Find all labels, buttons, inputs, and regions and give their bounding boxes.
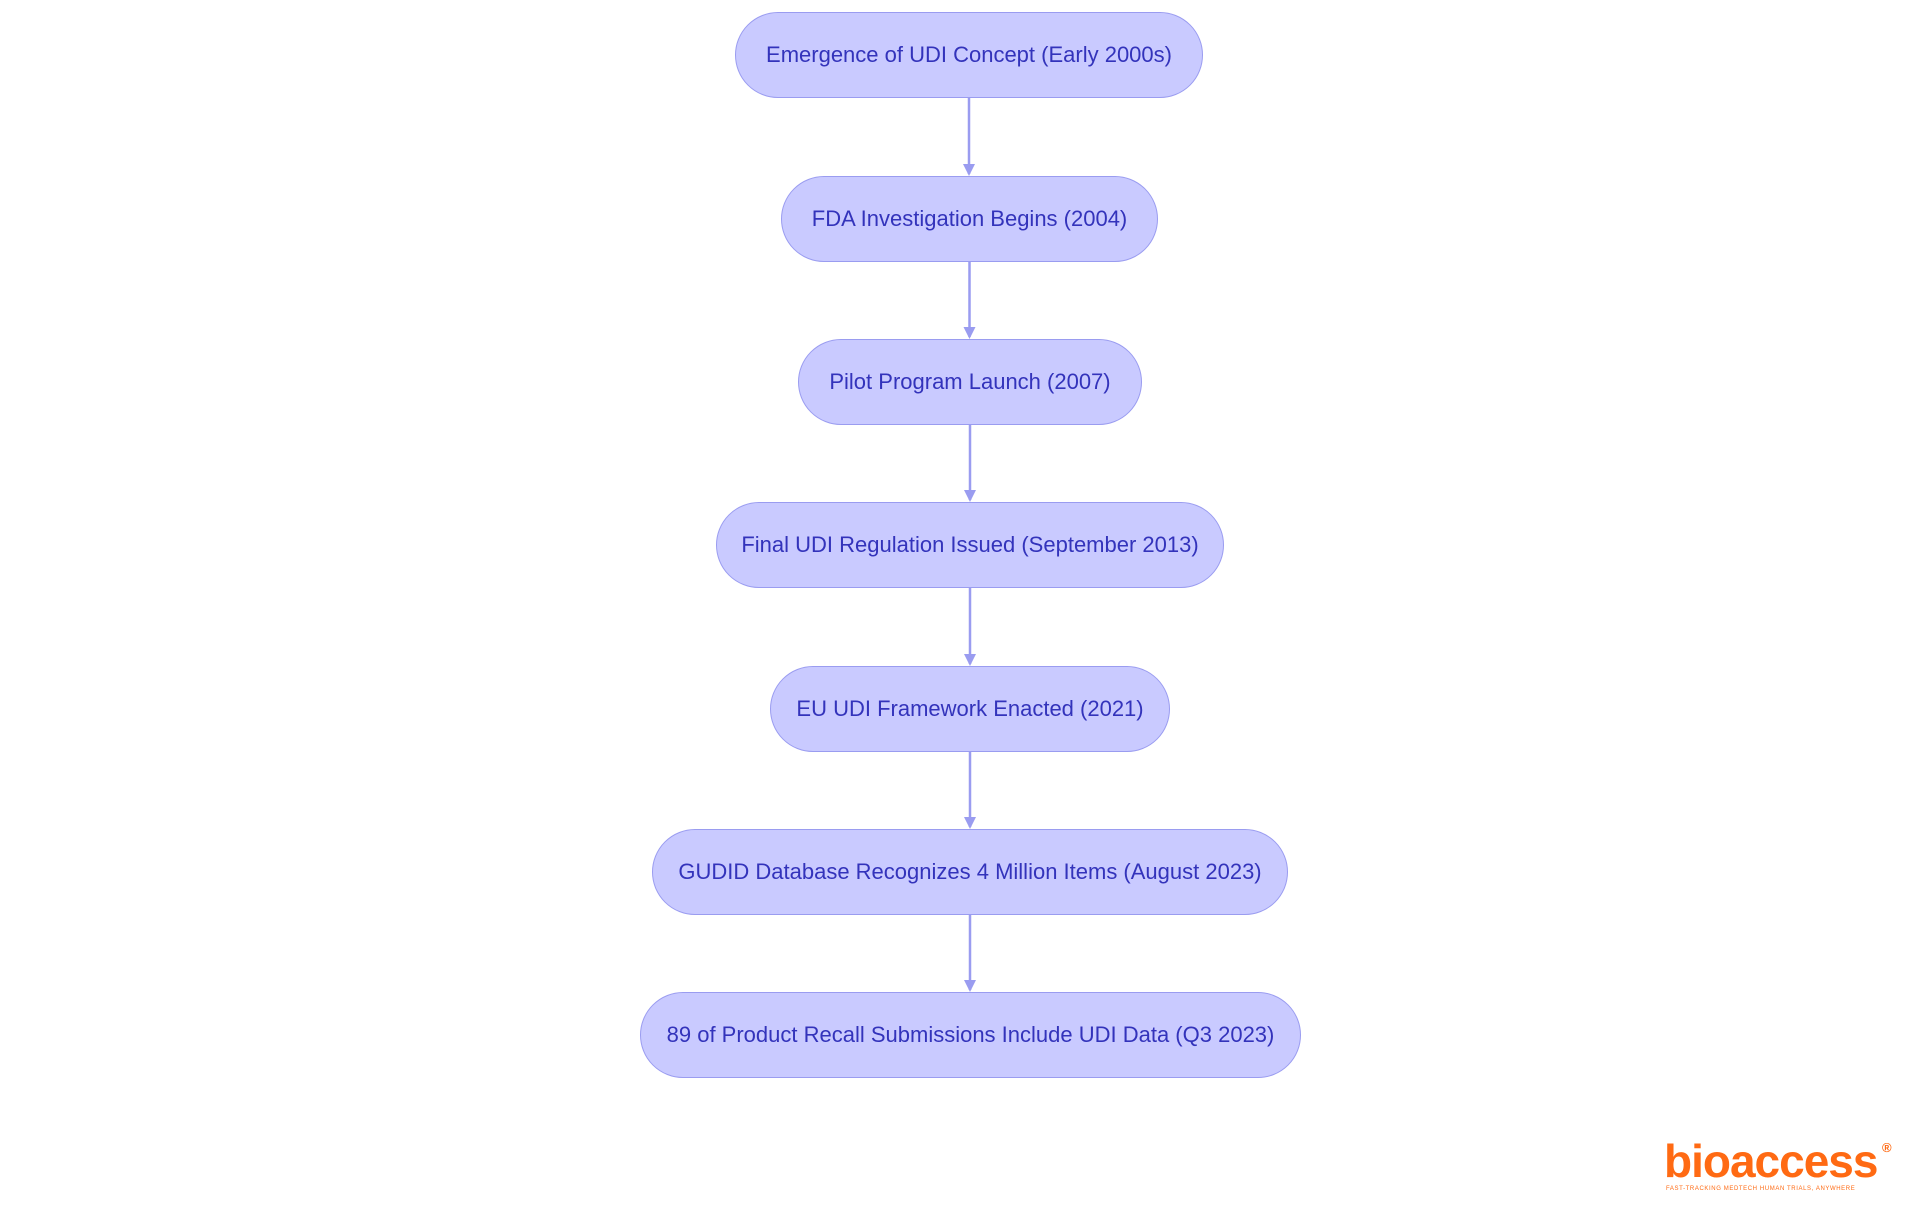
logo-tagline: FAST-TRACKING MEDTECH HUMAN TRIALS, ANYW… xyxy=(1666,1186,1856,1192)
node-final-udi-regulation: Final UDI Regulation Issued (September 2… xyxy=(716,502,1224,588)
bioaccess-logo: bioaccess ® FAST-TRACKING MEDTECH HUMAN … xyxy=(1664,1138,1894,1194)
node-recall-submissions: 89 of Product Recall Submissions Include… xyxy=(640,992,1301,1078)
registered-mark: ® xyxy=(1882,1140,1892,1155)
node-gudid-database: GUDID Database Recognizes 4 Million Item… xyxy=(652,829,1288,915)
node-pilot-program: Pilot Program Launch (2007) xyxy=(798,339,1142,425)
node-udi-concept-emergence: Emergence of UDI Concept (Early 2000s) xyxy=(735,12,1203,98)
node-eu-udi-framework: EU UDI Framework Enacted (2021) xyxy=(770,666,1170,752)
logo-wordmark: bioaccess xyxy=(1664,1135,1878,1187)
node-fda-investigation: FDA Investigation Begins (2004) xyxy=(781,176,1158,262)
